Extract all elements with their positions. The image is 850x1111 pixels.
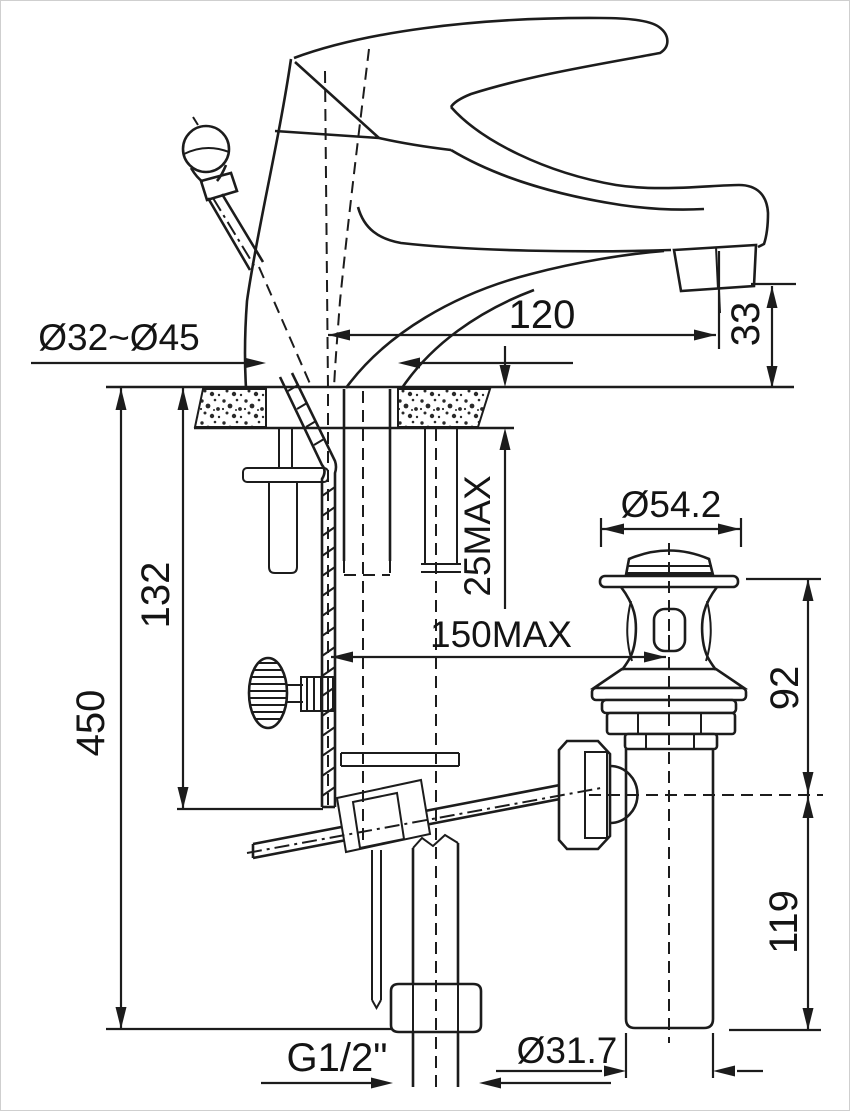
- supply-pipe: [389, 833, 483, 1087]
- mounting-hardware: [242, 389, 461, 576]
- dim-drain-offset: 150MAX: [331, 614, 666, 663]
- dim-thread-label: G1/2": [287, 1036, 388, 1080]
- dim-under-deck: 132: [134, 388, 323, 811]
- deck-section: [106, 385, 794, 430]
- dim-tail-diameter: Ø31.7: [496, 1030, 763, 1078]
- dim-spout-reach: 120: [328, 251, 721, 349]
- dim-spout-height-label: 33: [724, 302, 768, 347]
- dim-total-height: 450: [69, 388, 391, 1031]
- pull-knob: [247, 656, 334, 730]
- dim-hole-diameter-label: Ø32~Ø45: [38, 317, 199, 358]
- dim-tailpiece-label: 119: [762, 890, 806, 954]
- dimensions: Ø32~Ø45 120 33 450 132: [31, 251, 821, 1089]
- dim-drain-offset-label: 150MAX: [430, 614, 572, 655]
- dim-under-deck-label: 132: [134, 562, 178, 629]
- dim-spout-height: 33: [724, 282, 796, 388]
- faucet-body: [243, 16, 770, 389]
- lift-rod: [251, 778, 587, 860]
- dim-spout-reach-label: 120: [509, 293, 576, 337]
- dim-deck-thickness: 25MAX: [457, 346, 511, 609]
- drain-assembly: [557, 549, 749, 1030]
- dim-thread: G1/2": [261, 1036, 611, 1089]
- dim-tail-diameter-label: Ø31.7: [517, 1030, 618, 1071]
- dim-flange-diameter: Ø54.2: [599, 484, 743, 547]
- dim-drain-body: 92: [746, 577, 821, 794]
- pop-up-rod-knob: [181, 116, 265, 271]
- dim-total-height-label: 450: [69, 690, 113, 757]
- dim-drain-body-label: 92: [763, 666, 807, 711]
- centerlines: [246, 48, 823, 1087]
- dim-deck-thickness-label: 25MAX: [457, 475, 498, 596]
- pivot-nut: [557, 739, 639, 851]
- dim-flange-diameter-label: Ø54.2: [621, 484, 722, 525]
- dim-tailpiece: 119: [729, 796, 821, 1032]
- dim-hole-diameter: Ø32~Ø45: [31, 317, 573, 369]
